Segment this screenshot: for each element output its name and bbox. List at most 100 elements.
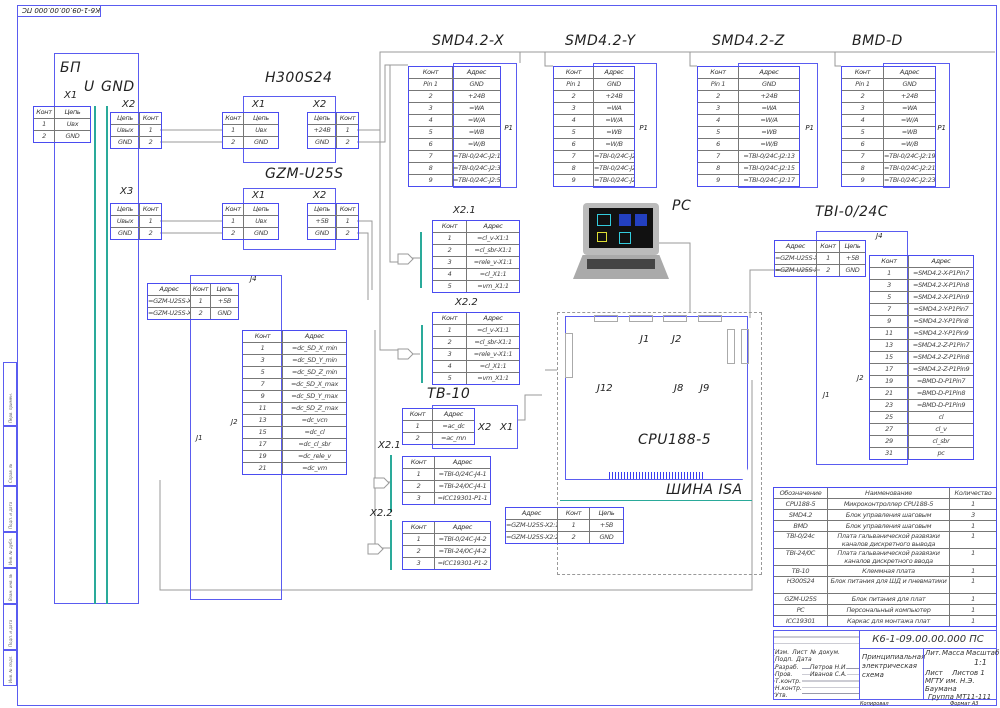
table-row: 2+24В — [409, 91, 500, 103]
table-cell: =cl_v-X1:1 — [477, 234, 509, 242]
sheet-label: Лист — [925, 669, 943, 677]
table-row: 8=TBI-0/24C-J2:3 — [409, 163, 500, 175]
role: Утв. — [775, 692, 788, 699]
table-cell: 2 — [842, 91, 884, 102]
table-cell: 5 — [243, 367, 283, 378]
table-cell: 9 — [243, 391, 283, 402]
table-cell: =dc_SD_Z_max — [290, 404, 339, 412]
x22-bus — [421, 325, 423, 383]
col-doc: № докум. — [810, 649, 840, 656]
table-cell: =TBI-0/24C-J2:9 — [594, 164, 634, 172]
table-row: 5=WB — [554, 127, 634, 139]
bmd-title: BMD-D — [852, 33, 903, 49]
table-cell: =dc_rele_v — [298, 452, 331, 460]
column-header: Конт — [409, 67, 453, 78]
table-row: 19=BMD-D-P1Pin7 — [870, 376, 973, 388]
smd-x-block: P1 — [453, 63, 517, 188]
table-cell: =WB — [901, 128, 918, 136]
spec-cell: CPU188-5 — [774, 499, 828, 509]
table-cell: 2 — [409, 91, 453, 102]
bmd-p1-label: P1 — [937, 124, 946, 132]
table-cell: GND — [111, 137, 140, 148]
table-row: 1=ac_dc — [403, 421, 474, 433]
table-cell: =W/B — [760, 140, 778, 148]
table-cell: GND — [902, 80, 917, 88]
bp-gnd-label: GND — [101, 79, 135, 95]
column-header: Цепь — [844, 242, 861, 250]
table-row: 3=ICC19301-P1-2 — [403, 558, 490, 569]
table-cell: GND — [217, 309, 232, 317]
table-cell: GND — [599, 533, 614, 541]
column-header: Адрес — [775, 241, 817, 252]
margin-cell: Перв. примен. — [3, 362, 17, 426]
bus-wire-24v — [357, 51, 995, 143]
cpu-j2: J2 — [672, 334, 682, 345]
table-cell: =SMD4.2-Z-P1Pin7 — [912, 341, 970, 349]
table-cell: 2 — [698, 91, 739, 102]
laptop-icon[interactable] — [573, 203, 669, 281]
table-cell: =TBI-0/24C-J4-2 — [438, 535, 487, 543]
x22b-title: X2.2 — [370, 508, 393, 519]
table-cell: =W/A — [605, 116, 623, 124]
table-row: 21=BMD-D-P1Pin8 — [870, 388, 973, 400]
margin-label: Справ. № — [8, 463, 13, 483]
table-row: 9=dc_SD_Y_max — [243, 391, 346, 403]
tb10-x2-label: X2 — [478, 422, 492, 433]
column-header: Конт — [870, 256, 909, 267]
table-cell: =SMD4.2-X-P1Pin7 — [912, 269, 970, 277]
column-header: Конт — [403, 409, 433, 420]
table-cell: 2 — [433, 337, 467, 348]
table-cell: =dc_vm — [302, 464, 327, 472]
table-cell: pc — [937, 449, 945, 457]
table-row: 8=TBI-0/24C-J2:9 — [554, 163, 634, 175]
table-cell: 11 — [243, 403, 283, 414]
table-cell: =TBI-0/24C-J2:21 — [884, 164, 935, 172]
motor-wires — [544, 52, 841, 67]
column-header: Конт — [698, 67, 739, 78]
smd-z-title: SMD4.2-Z — [712, 33, 785, 49]
table-cell: GND — [65, 132, 80, 140]
table-cell: =dc_vcn — [301, 416, 328, 424]
connector-j8 — [727, 329, 735, 364]
column-header: Конт — [142, 205, 159, 213]
tbi-j2-label: J2 — [857, 374, 864, 382]
spec-cell: Клеммная плата — [828, 566, 950, 576]
table-row: 2=TBI-24/0C-J4-2 — [403, 546, 490, 558]
cpu-title: CPU188-5 — [638, 432, 712, 448]
table-row: =GZM-U25S-X2:1-11+5В — [775, 253, 865, 265]
x2-wires — [379, 65, 420, 355]
table-cell: =SMD4.2-Y-P1Pin7 — [913, 305, 969, 313]
column-header: Адрес — [759, 68, 779, 76]
connector-j12 — [565, 333, 573, 378]
spec-cell: 1 — [971, 500, 975, 508]
table-cell: =cl_v-X1:1 — [477, 326, 509, 334]
table-row: 17=SMD4.2-Z-P1Pin9 — [870, 364, 973, 376]
table-cell: 17 — [870, 364, 909, 375]
table-cell: 15 — [243, 427, 283, 438]
table-cell: 5 — [870, 292, 909, 303]
table-row: 7=TBI-0/24C-J2:13 — [698, 151, 799, 163]
name: Иванов С.А. — [810, 671, 847, 678]
table-cell: 2 — [403, 433, 433, 444]
x21b-bus — [390, 455, 392, 512]
table-cell: +24В — [605, 92, 623, 100]
format-label: Формат A3 — [950, 701, 979, 707]
column-header: Цепь — [216, 285, 233, 293]
table-cell: =SMD4.2-X-P1Pin8 — [912, 281, 970, 289]
table-cell: 21 — [870, 388, 909, 399]
table-cell: 4 — [554, 115, 594, 126]
margin-label: Перв. примен. — [8, 392, 13, 423]
table-cell: 1 — [403, 534, 435, 545]
table-cell: +5В — [308, 216, 337, 227]
